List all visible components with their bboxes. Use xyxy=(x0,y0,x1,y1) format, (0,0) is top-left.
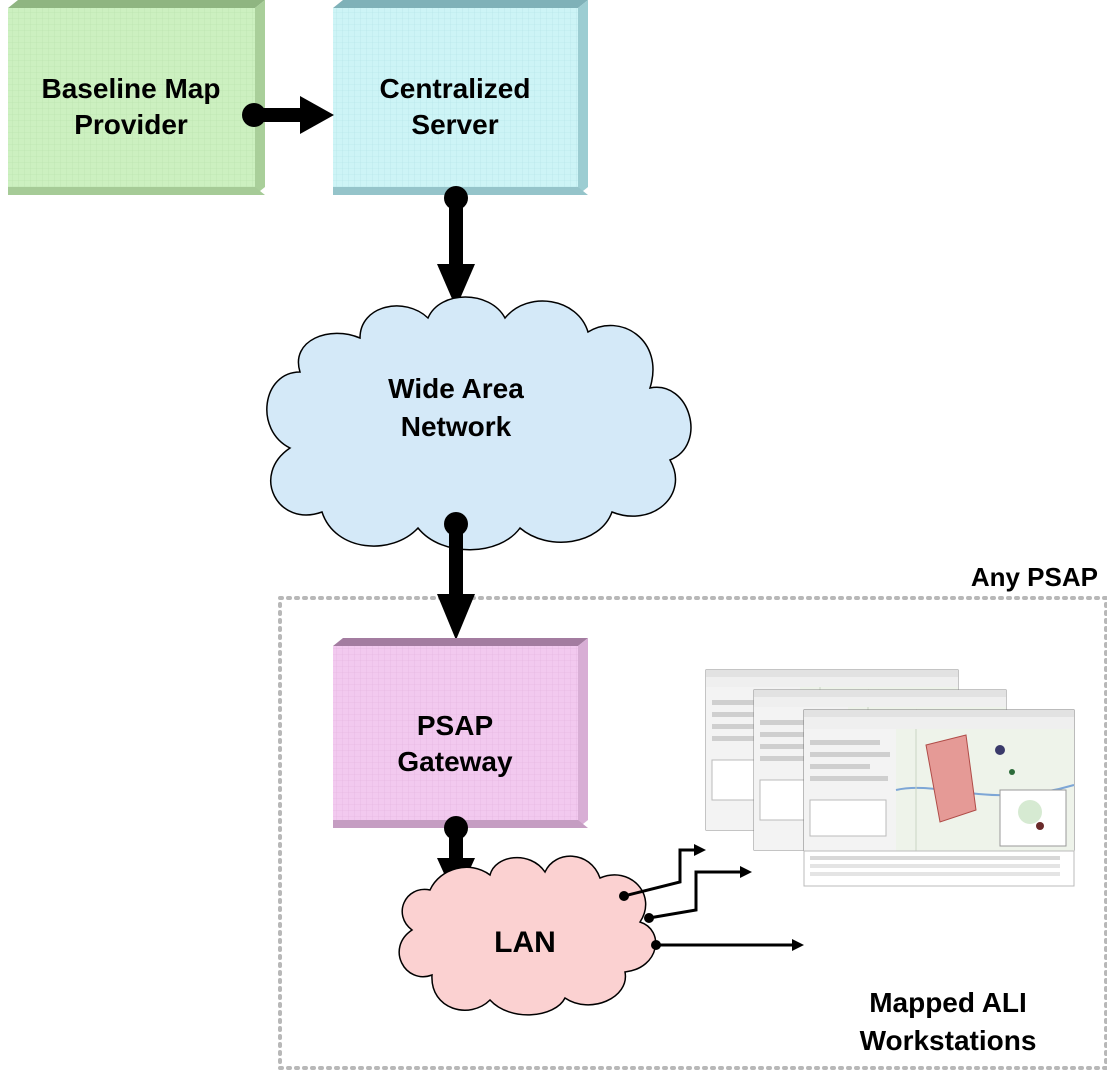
any-psap-label: Any PSAP xyxy=(971,562,1098,592)
workstation-screen-3 xyxy=(803,709,1075,887)
psap-gateway-line1: PSAP xyxy=(417,710,493,741)
wan-line1: Wide Area xyxy=(388,373,524,404)
lan-connectors xyxy=(619,844,804,951)
wide-area-network-cloud: Wide Area Network xyxy=(266,296,692,551)
centralized-server-line1: Centralized xyxy=(380,73,531,104)
arrow-server-to-wan xyxy=(437,186,475,308)
workstations-line2: Workstations xyxy=(860,1025,1037,1056)
arrow-baseline-to-server xyxy=(242,96,334,134)
wan-line2: Network xyxy=(401,411,512,442)
centralized-server-line2: Server xyxy=(411,109,498,140)
baseline-map-provider-line2: Provider xyxy=(74,109,188,140)
baseline-map-provider-box: Baseline Map Provider xyxy=(8,0,265,195)
baseline-map-provider-line1: Baseline Map xyxy=(42,73,221,104)
psap-gateway-box: PSAP Gateway xyxy=(333,638,588,828)
centralized-server-box: Centralized Server xyxy=(333,0,588,195)
workstations-line1: Mapped ALI xyxy=(869,987,1027,1018)
lan-label: LAN xyxy=(494,926,556,959)
arrow-wan-to-gateway xyxy=(437,512,475,640)
psap-gateway-line2: Gateway xyxy=(397,746,513,777)
lan-cloud: LAN xyxy=(398,855,657,1016)
